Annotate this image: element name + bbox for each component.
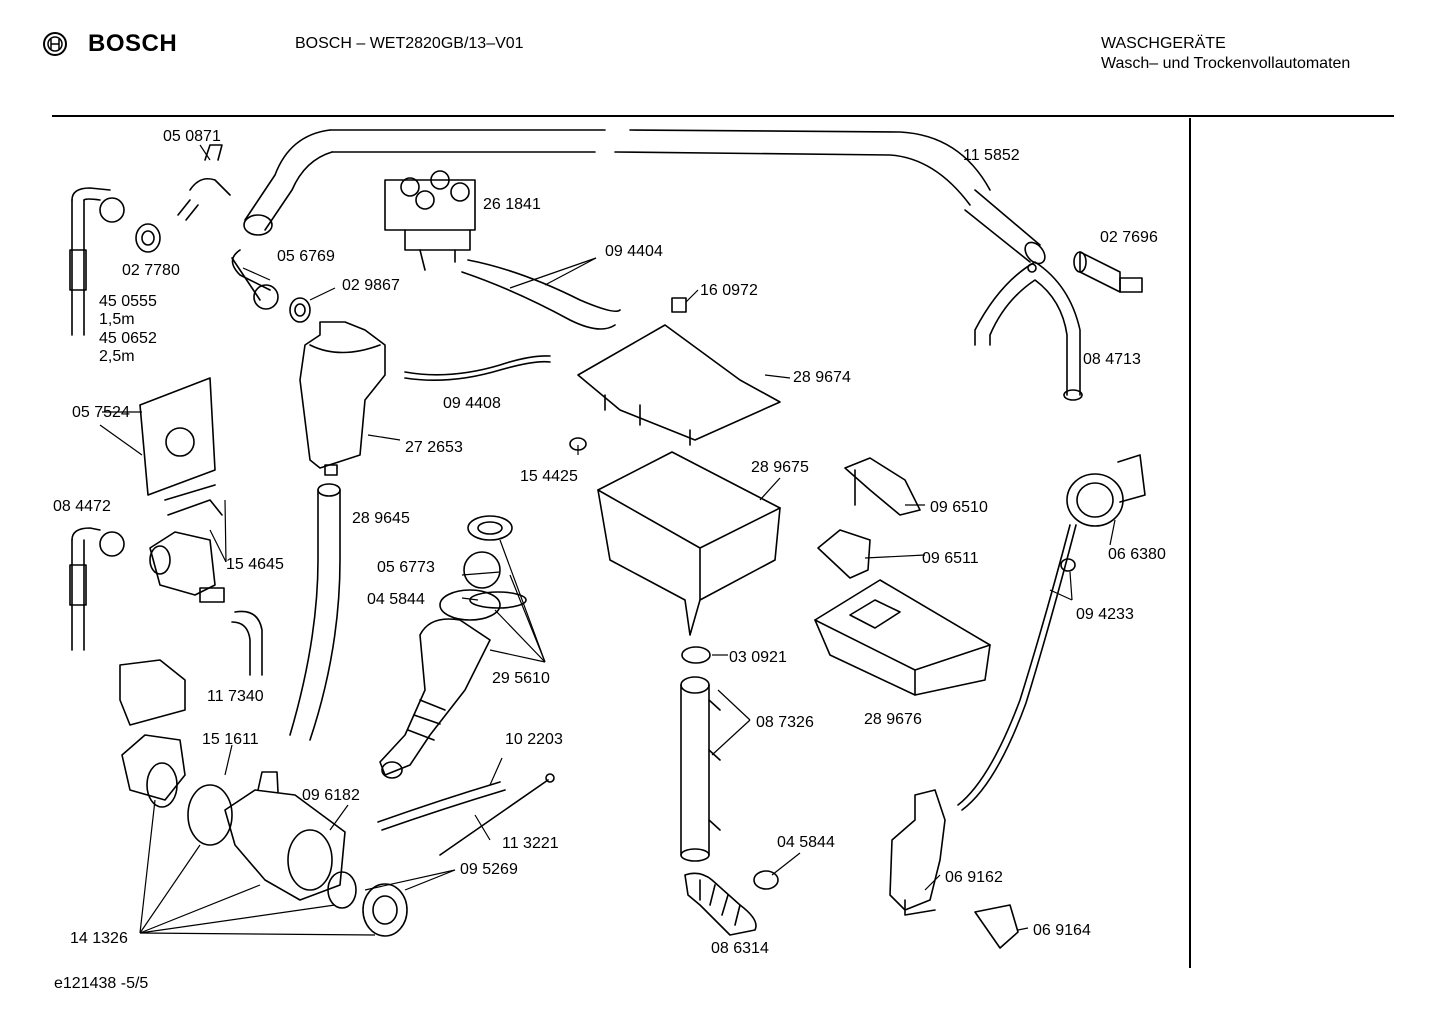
pressure-switch-illustration (957, 454, 1146, 811)
part-label-029867: 02 9867 (342, 277, 400, 294)
switch-bracket-illustration (889, 789, 1019, 949)
part-label-027780: 02 7780 (122, 262, 180, 279)
part-label-045844-b: 04 5844 (777, 834, 835, 851)
part-label-289645: 28 9645 (352, 510, 410, 527)
part-label-069164: 06 9164 (1033, 922, 1091, 939)
part-label-045844-a: 04 5844 (367, 591, 425, 608)
part-label-027696: 02 7696 (1100, 229, 1158, 246)
drain-pump-illustration (119, 659, 408, 937)
brand-name: BOSCH (88, 30, 178, 57)
part-label-086314: 08 6314 (711, 940, 769, 957)
part-label-069162: 06 9162 (945, 869, 1003, 886)
part-label-094408: 09 4408 (443, 395, 501, 412)
siphon-parts-illustration (817, 457, 921, 579)
part-label-096182: 09 6182 (302, 787, 360, 804)
part-label-084713: 08 4713 (1083, 351, 1141, 368)
part-label-154645: 15 4645 (226, 556, 284, 573)
part-label-094233: 09 4233 (1076, 606, 1134, 623)
part-label-289674: 28 9674 (793, 369, 851, 386)
dispenser-drawer-illustration (814, 579, 991, 696)
part-label-450555: 45 0555 (99, 293, 157, 310)
part-label-289676: 28 9676 (864, 711, 922, 728)
part-label-102203: 10 2203 (505, 731, 563, 748)
category-title: WASCHGERÄTE (1101, 35, 1226, 52)
part-label-056773: 05 6773 (377, 559, 435, 576)
part-label-057524: 05 7524 (72, 404, 130, 421)
brand-header: BOSCH (42, 30, 177, 58)
sump-hose-illustration (379, 515, 513, 779)
part-labels: 05 0871 11 5852 26 1841 02 7696 02 7780 … (53, 128, 1166, 957)
part-label-289675: 28 9675 (751, 459, 809, 476)
dispenser-tank-illustration (299, 321, 386, 476)
part-label-117340: 11 7340 (207, 688, 264, 705)
part-label-261841: 26 1841 (483, 196, 541, 213)
hose-length-2: 2,5m (99, 348, 135, 365)
inlet-hose-illustration (243, 129, 1046, 265)
part-label-096511: 09 6511 (922, 550, 979, 567)
dispenser-hose-illustration (404, 355, 551, 382)
part-label-141326: 14 1326 (70, 930, 128, 947)
drain-bellows-illustration (684, 870, 779, 936)
part-label-087326: 08 7326 (756, 714, 814, 731)
part-label-066380: 06 6380 (1108, 546, 1166, 563)
part-label-272653: 27 2653 (405, 439, 463, 456)
valve-hose-illustration (461, 259, 621, 330)
document-reference: e121438 -5/5 (54, 975, 149, 992)
supply-hose-2-illustration (69, 527, 125, 651)
part-label-084472: 08 4472 (53, 498, 111, 515)
part-label-115852: 11 5852 (963, 147, 1020, 164)
part-label-295610: 29 5610 (492, 670, 550, 687)
part-label-450652: 45 0652 (99, 330, 157, 347)
part-label-151611: 15 1611 (202, 731, 259, 748)
leader-lines (99, 144, 1116, 936)
small-hose-illustration (377, 773, 555, 856)
part-label-160972: 16 0972 (700, 282, 758, 299)
drawer-cover-illustration (577, 324, 781, 446)
hose-end-illustration (1073, 251, 1143, 293)
cover-plate-illustration (139, 377, 216, 496)
part-label-050871: 05 0871 (163, 128, 221, 145)
part-label-095269: 09 5269 (460, 861, 518, 878)
part-label-096510: 09 6510 (930, 499, 988, 516)
supply-hose-illustration (69, 187, 125, 336)
detergent-box-illustration (597, 451, 781, 636)
part-label-056769: 05 6769 (277, 248, 335, 265)
part-label-030921: 03 0921 (729, 649, 787, 666)
part-label-154425: 15 4425 (520, 468, 578, 485)
hose-bracket-illustration (974, 261, 1083, 401)
bosch-logo-icon (43, 32, 67, 56)
bend-hose-illustration (231, 610, 263, 676)
part-label-113221: 11 3221 (502, 835, 559, 852)
standpipe-illustration (680, 646, 721, 862)
inlet-valve-illustration (384, 170, 476, 271)
hose-length-1: 1,5m (99, 311, 135, 328)
small-fittings-illustration (135, 144, 687, 451)
drain-hose-illustration (289, 483, 341, 741)
model-title: BOSCH – WET2820GB/13–V01 (295, 35, 524, 52)
part-label-094404: 09 4404 (605, 243, 663, 260)
single-valve-illustration (149, 484, 225, 603)
subcategory-title: Wasch– und Trockenvollautomaten (1101, 55, 1351, 72)
